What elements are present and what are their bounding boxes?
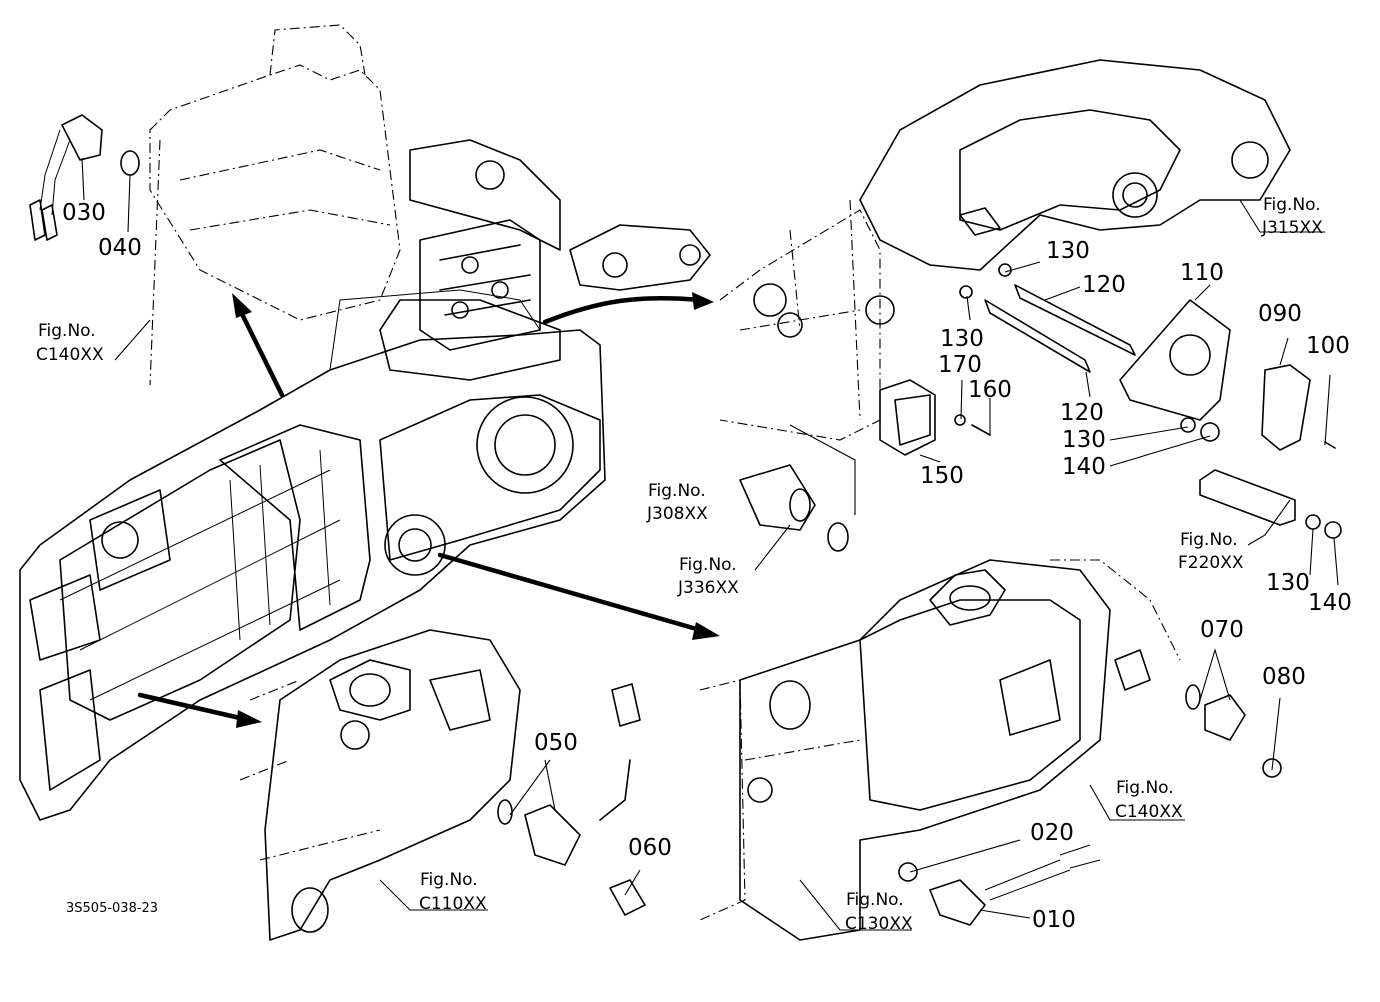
part-label-120: 120 — [1082, 272, 1126, 298]
part-label-130: 130 — [1062, 427, 1106, 453]
fig-ref-f220: F220XX — [1178, 553, 1244, 573]
fig-ref-j336: J336XX — [677, 578, 739, 598]
fig-ref-prefix: Fig.No. — [1116, 778, 1174, 798]
fig-ref-prefix: Fig.No. — [420, 870, 478, 890]
fig-ref-c140-left: C140XX — [36, 345, 104, 365]
part-label-070: 070 — [1200, 617, 1244, 643]
part-label-150: 150 — [920, 463, 964, 489]
part-label-130: 130 — [940, 326, 984, 352]
fig-ref-prefix: Fig.No. — [1180, 530, 1238, 550]
part-label-130: 130 — [1046, 238, 1090, 264]
part-label-160: 160 — [968, 377, 1012, 403]
part-label-020: 020 — [1030, 820, 1074, 846]
fig-ref-prefix: Fig.No. — [38, 321, 96, 341]
fig-ref-prefix: Fig.No. — [679, 555, 737, 575]
transmission-housing — [19, 24, 711, 821]
lower-right-housing-detail — [699, 559, 1282, 941]
part-label-170: 170 — [938, 352, 982, 378]
fig-ref-prefix: Fig.No. — [846, 890, 904, 910]
drawing-code: 3S505-038-23 — [66, 901, 158, 916]
figure-references: Fig.No. C140XX Fig.No. J315XX Fig.No. J3… — [36, 195, 1323, 934]
upper-left-switch — [29, 114, 140, 241]
part-number-labels: 030 040 130 120 110 090 100 130 170 160 … — [62, 200, 1352, 933]
part-label-010: 010 — [1032, 907, 1076, 933]
part-label-110: 110 — [1180, 260, 1224, 286]
part-label-030: 030 — [62, 200, 106, 226]
part-label-050: 050 — [534, 730, 578, 756]
fig-ref-prefix: Fig.No. — [1263, 195, 1321, 215]
hitch-sensor-detail — [719, 59, 1342, 552]
fig-ref-c110: C110XX — [419, 894, 487, 914]
part-label-060: 060 — [628, 835, 672, 861]
part-label-100: 100 — [1306, 333, 1350, 359]
part-label-140: 140 — [1062, 454, 1106, 480]
fig-ref-j315: J315XX — [1261, 218, 1323, 238]
direction-arrows — [137, 292, 720, 728]
part-label-090: 090 — [1258, 301, 1302, 327]
lower-left-housing-detail — [239, 629, 646, 941]
fig-ref-prefix: Fig.No. — [648, 481, 706, 501]
part-label-080: 080 — [1262, 664, 1306, 690]
part-label-130: 130 — [1266, 570, 1310, 596]
part-label-120: 120 — [1060, 400, 1104, 426]
fig-ref-j308: J308XX — [646, 504, 708, 524]
part-label-040: 040 — [98, 235, 142, 261]
fig-ref-c140-right: C140XX — [1115, 802, 1183, 822]
leader-lines — [81, 157, 1339, 931]
fig-ref-c130: C130XX — [845, 914, 913, 934]
part-label-140: 140 — [1308, 590, 1352, 616]
